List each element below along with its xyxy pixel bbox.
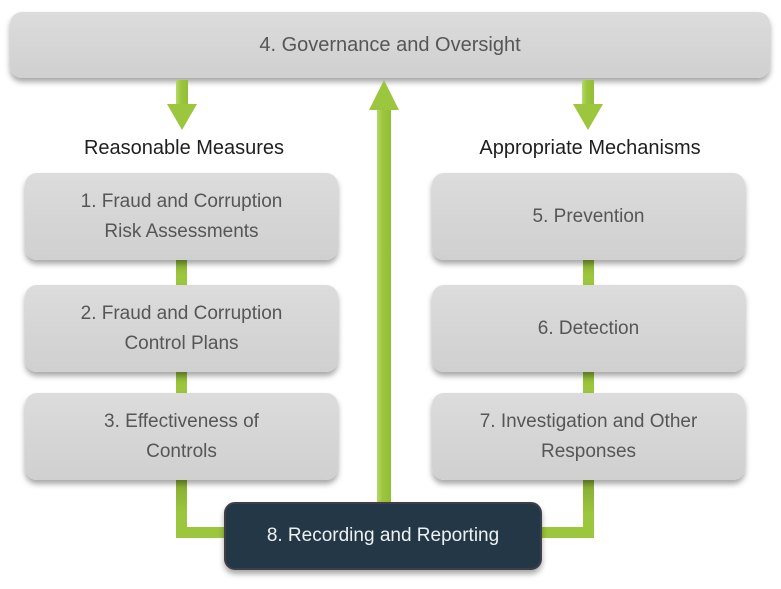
box-label: 6. Detection: [537, 317, 640, 339]
connector-left-box3-elbow-horizontal: [176, 527, 228, 538]
connector-right-box5-box6: [583, 254, 594, 290]
down-arrow-right-icon: [573, 104, 603, 130]
down-arrow-left-icon: [167, 104, 197, 130]
box-6-detection: 6. Detection: [432, 285, 745, 372]
box-4-governance-oversight: 4. Governance and Oversight: [10, 12, 770, 78]
connector-right-box7-elbow-vertical: [583, 478, 594, 538]
connector-left-box1-box2: [176, 254, 187, 290]
box-label: 5. Prevention: [532, 205, 645, 227]
connector-right-box6-box7: [583, 366, 594, 398]
up-arrow-center-stem: [377, 108, 391, 505]
box-label: 8. Recording and Reporting: [266, 525, 500, 546]
box-5-prevention: 5. Prevention: [432, 173, 745, 260]
up-arrow-center-icon: [369, 80, 399, 110]
down-arrow-left-stem: [176, 80, 188, 105]
column-header-reasonable-measures: Reasonable Measures: [83, 137, 285, 159]
column-header-appropriate-mechanisms: Appropriate Mechanisms: [479, 137, 701, 159]
box-label: 7. Investigation and Other Responses: [479, 410, 698, 462]
box-label: 4. Governance and Oversight: [259, 34, 521, 56]
connector-left-box3-elbow-vertical: [176, 476, 187, 538]
box-1-risk-assessments: 1. Fraud and Corruption Risk Assessments: [25, 173, 338, 260]
box-label: 2. Fraud and Corruption Control Plans: [80, 302, 283, 354]
box-7-investigation-responses: 7. Investigation and Other Responses: [432, 393, 745, 480]
box-label: 1. Fraud and Corruption Risk Assessments: [80, 190, 283, 242]
connector-right-box7-elbow-horizontal: [540, 527, 594, 538]
box-3-effectiveness-of-controls: 3. Effectiveness of Controls: [25, 393, 338, 480]
down-arrow-right-stem: [582, 80, 594, 105]
box-2-control-plans: 2. Fraud and Corruption Control Plans: [25, 285, 338, 372]
box-label: 3. Effectiveness of Controls: [104, 410, 259, 462]
connector-left-box2-box3: [176, 366, 187, 398]
box-8-recording-reporting: 8. Recording and Reporting: [224, 502, 542, 570]
